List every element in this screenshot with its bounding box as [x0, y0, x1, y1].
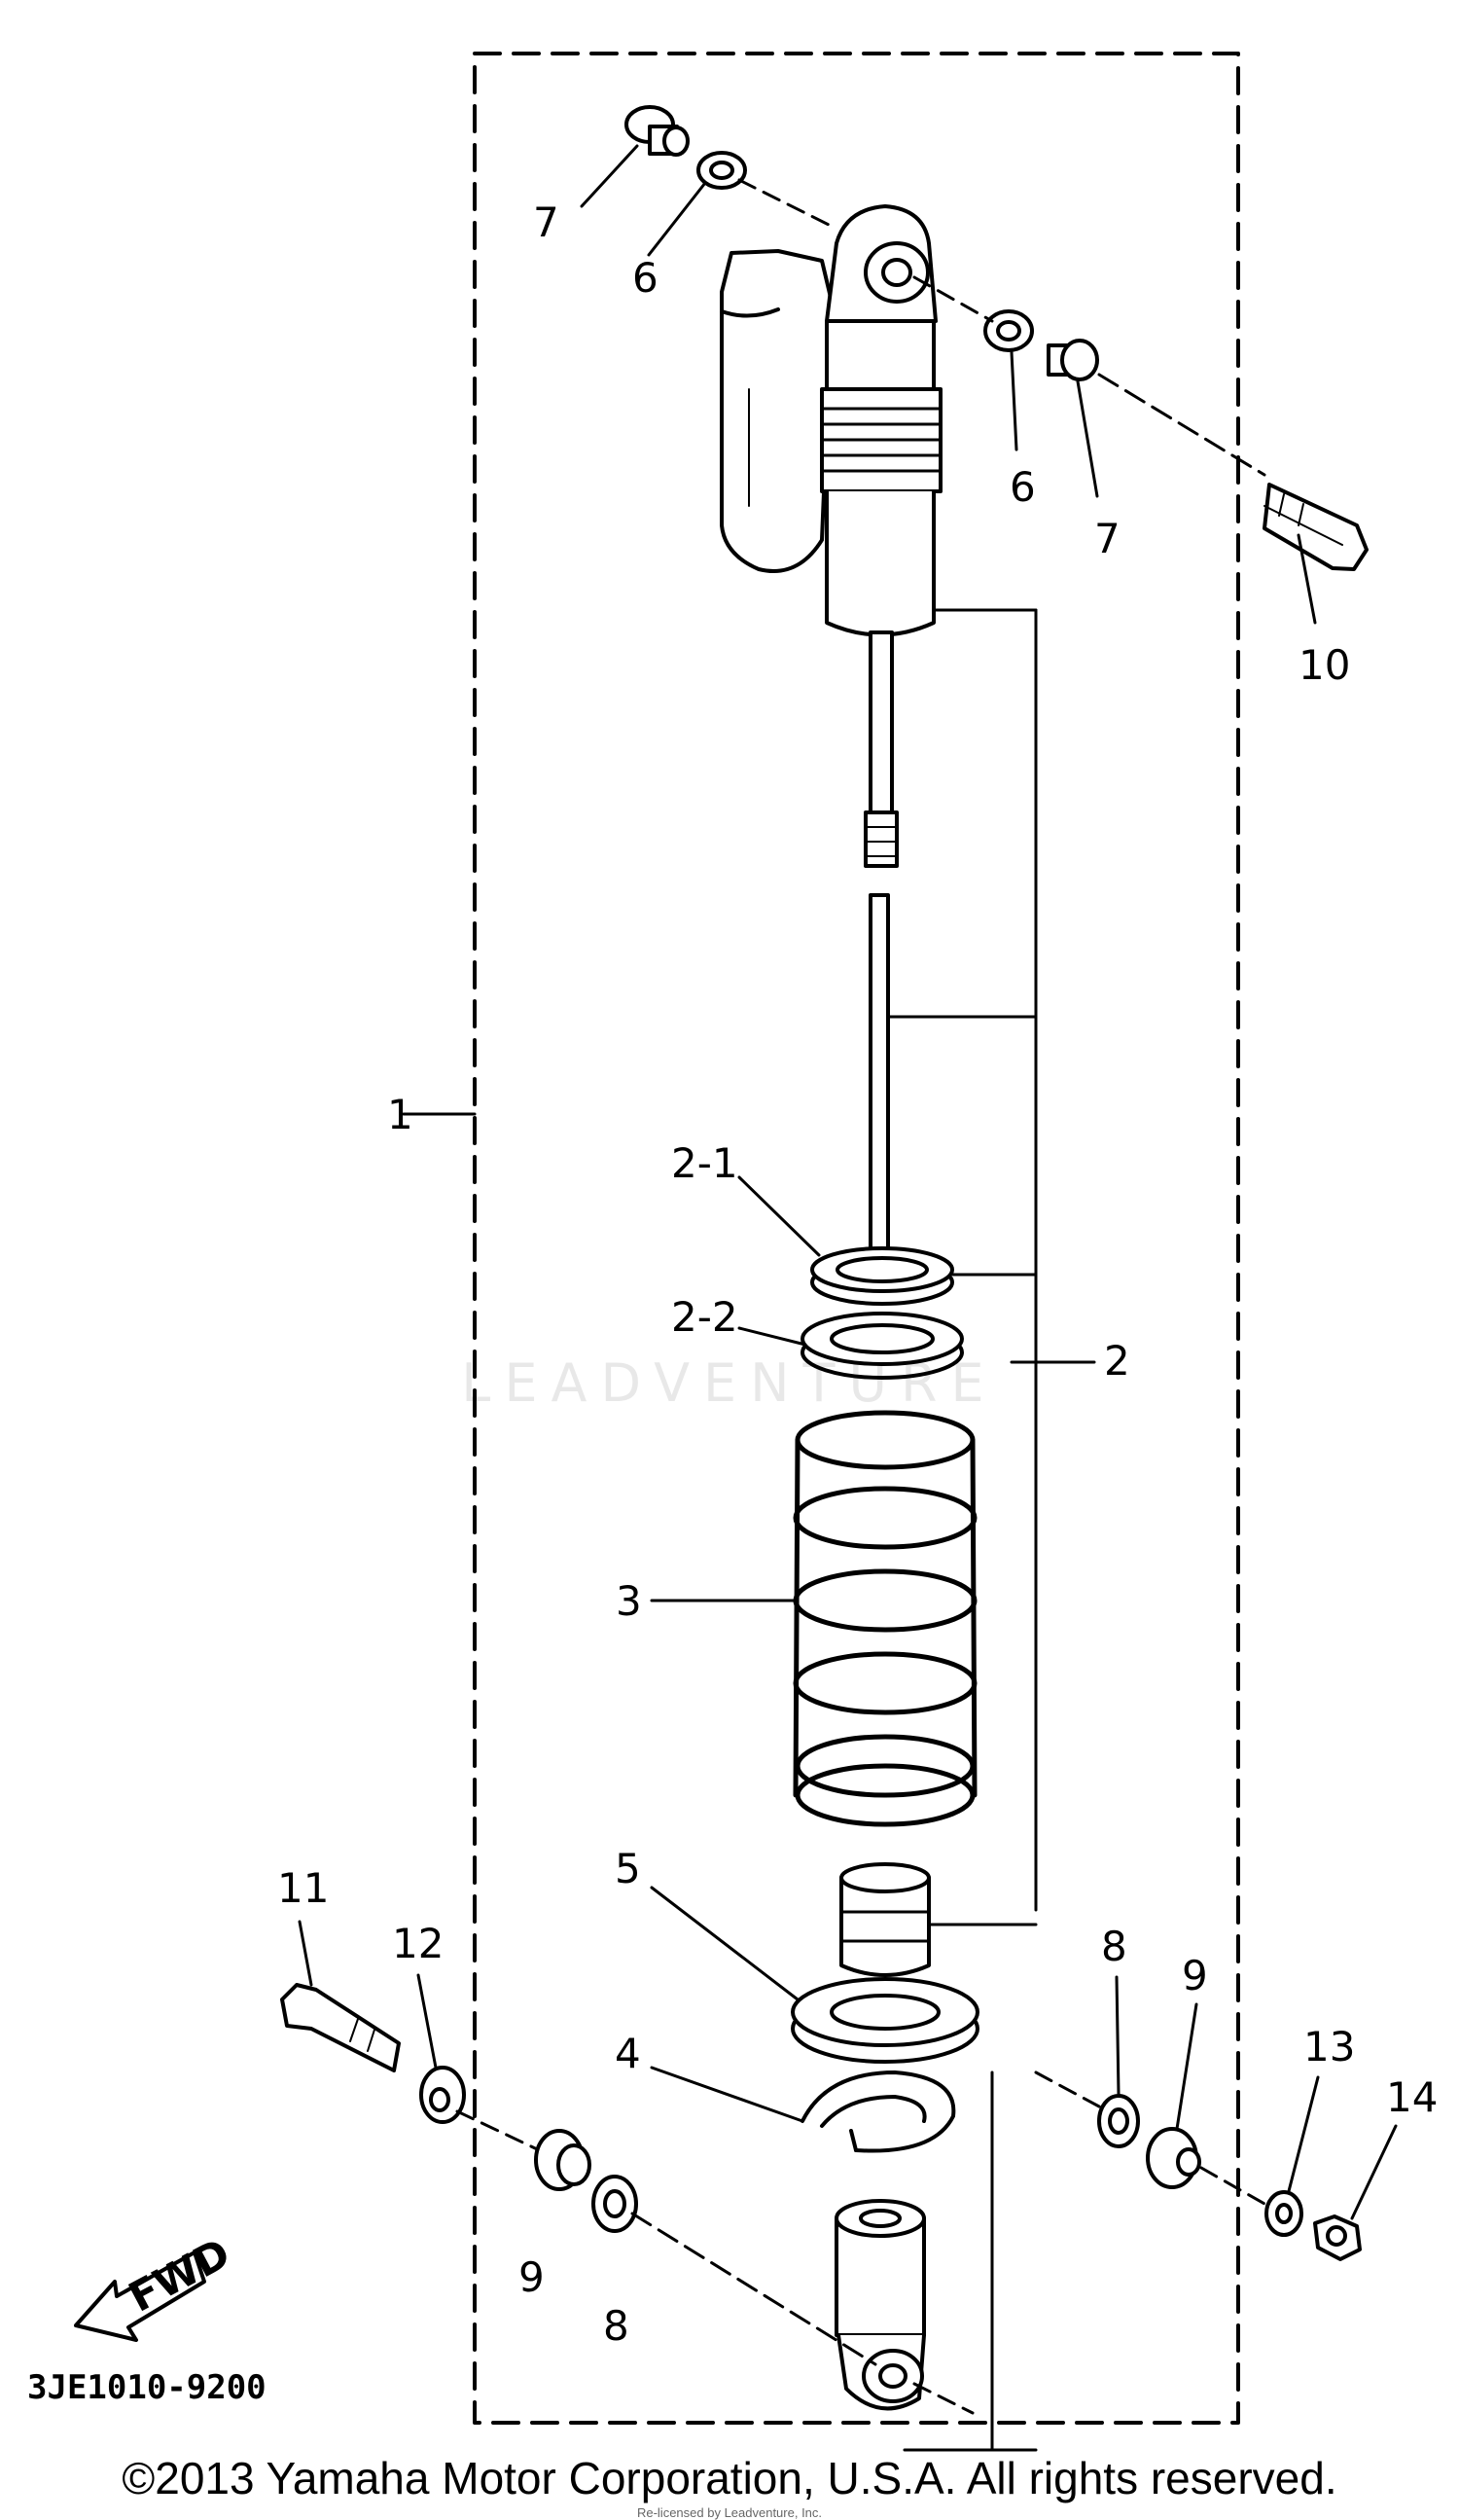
part-label-10: 10	[1299, 641, 1350, 689]
adjuster-ring	[801, 1312, 964, 1380]
part-label-7b: 7	[1094, 515, 1121, 562]
part-label-9a: 9	[518, 2253, 545, 2301]
damper-rod-lower	[869, 893, 890, 1257]
shock-reservoir	[720, 249, 834, 573]
part-label-2-1: 2-1	[671, 1139, 738, 1187]
lower-bolt	[280, 1983, 401, 2072]
spring-seat	[791, 1977, 979, 2064]
part-label-2: 2	[1104, 1337, 1130, 1385]
part-label-6b: 6	[1010, 463, 1036, 511]
license-fineprint: Re-licensed by Leadventure, Inc.	[636, 2505, 823, 2520]
part-label-2-2: 2-2	[671, 1293, 738, 1341]
assembly-boundary	[473, 52, 1240, 2425]
fwd-label: FWD	[121, 2229, 237, 2322]
part-label-1: 1	[387, 1091, 413, 1138]
lower-clevis	[835, 2199, 926, 2411]
part-label-3: 3	[616, 1577, 642, 1625]
part-label-11: 11	[277, 1864, 329, 1912]
part-label-5: 5	[615, 1845, 641, 1892]
lower-washer-right	[1264, 2190, 1303, 2237]
part-label-13: 13	[1303, 2023, 1355, 2070]
diagram-code: 3JE1010-9200	[27, 2368, 267, 2407]
stopper-ring	[801, 2070, 956, 2153]
part-label-7a: 7	[533, 198, 559, 246]
upper-bolt	[1263, 483, 1369, 571]
leader-lines	[298, 144, 1398, 2220]
watermark: LEADVENTURE	[461, 1352, 998, 1414]
upper-collar-left	[624, 105, 690, 157]
part-label-14: 14	[1386, 2073, 1438, 2121]
part-label-9b: 9	[1182, 1952, 1208, 1999]
fwd-arrow-icon: FWD	[74, 2229, 237, 2342]
copyright-notice: ©2013 Yamaha Motor Corporation, U.S.A. A…	[122, 2453, 1337, 2503]
part-label-8b: 8	[1101, 1923, 1127, 1970]
upper-collar-right	[1047, 339, 1099, 381]
shock-body	[820, 204, 943, 637]
upper-bushing-right	[983, 309, 1034, 352]
lower-collar-right	[1146, 2127, 1201, 2189]
upper-bushing-left	[696, 151, 747, 190]
lower-collar-left	[534, 2129, 591, 2191]
lower-bushing-right	[1097, 2094, 1140, 2148]
part-label-8a: 8	[603, 2302, 629, 2350]
lower-nut	[1313, 2214, 1362, 2261]
reference-bracket	[888, 608, 1038, 2452]
part-label-12: 12	[392, 1920, 444, 1967]
lower-washer-left	[419, 2066, 466, 2124]
locknut	[810, 1246, 954, 1306]
damper-rod-upper	[864, 630, 899, 868]
coil-spring	[793, 1410, 978, 1827]
part-label-4: 4	[615, 2030, 641, 2077]
bump-stop	[839, 1862, 931, 1977]
part-label-6a: 6	[632, 254, 658, 302]
lower-bushing-left	[591, 2175, 638, 2233]
